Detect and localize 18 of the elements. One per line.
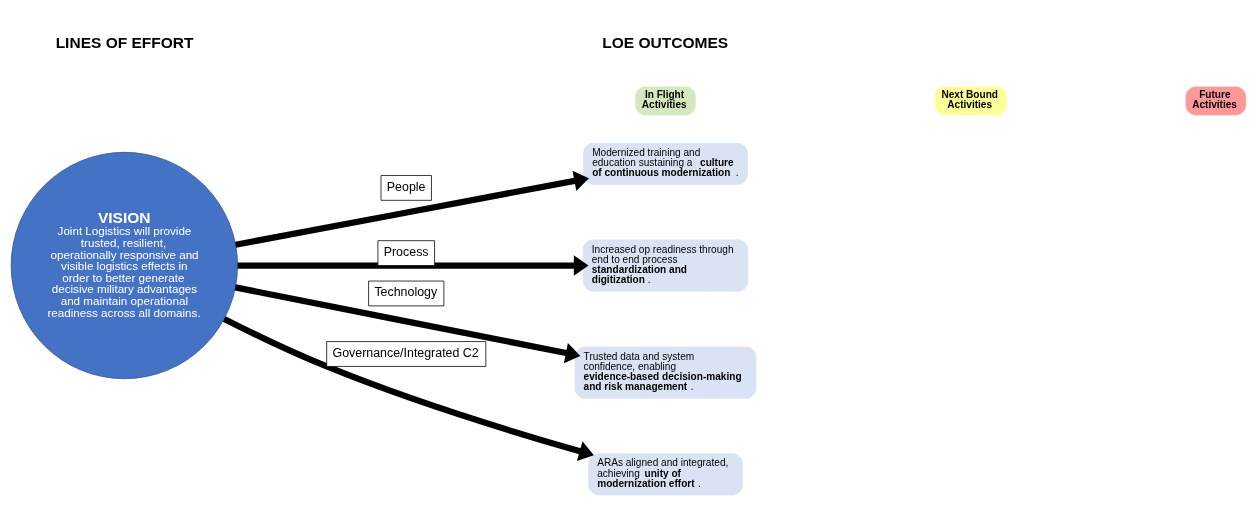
- legend-label: Next Bound Activities: [941, 88, 998, 110]
- node-box: Modernized training and education sustaining a culture of continuous modernization.: [583, 142, 748, 185]
- label: LOE OUTCOMES: [602, 33, 729, 51]
- legend-label: In Flight Activities: [641, 88, 687, 110]
- label: LINES OF EFFORT: [55, 33, 194, 51]
- edge-label: Process: [383, 244, 429, 259]
- arrow: [222, 315, 594, 461]
- node-circle: VISION Joint Logistics will provide trusted, resilient, operationally responsive and visible logistics effects in order to better generate decisive military advantages and maintain operational readiness across all domains.: [10, 151, 238, 379]
- edge-label: Technology: [374, 284, 438, 299]
- edge-label: Governance/Integrated C2: [332, 345, 479, 360]
- arrow: [235, 170, 589, 248]
- node-box: ARAs aligned and integrated, achieving unity of modernization effort.: [588, 452, 743, 495]
- node-box: Trusted data and system confidence, enabling evidence-based decision-making and risk management.: [574, 346, 757, 399]
- edge-label: People: [386, 179, 426, 194]
- arrow: [234, 283, 581, 363]
- legend-label: Future Activities: [1192, 88, 1237, 110]
- arrow: [237, 254, 589, 276]
- node-box: Increased op readiness through end to end process standardization and digitization.: [582, 239, 749, 292]
